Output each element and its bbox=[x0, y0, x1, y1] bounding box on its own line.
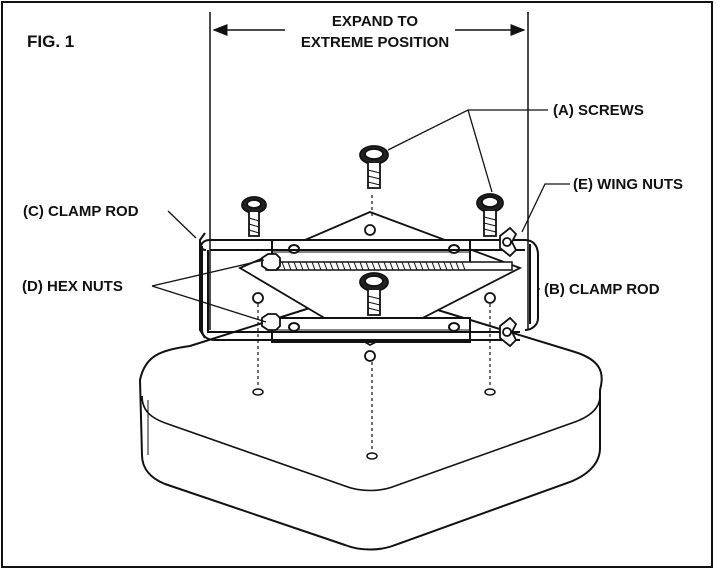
callout-clamp-rod-c: (C) CLAMP ROD bbox=[23, 203, 139, 220]
callout-clamp-rod-b: (B) CLAMP ROD bbox=[544, 281, 660, 298]
callout-wing-nuts: (E) WING NUTS bbox=[573, 176, 683, 193]
base-holes bbox=[252, 388, 496, 460]
callout-hex-nuts: (D) HEX NUTS bbox=[22, 278, 123, 295]
base-tray bbox=[138, 294, 603, 551]
wing-nuts bbox=[499, 226, 518, 348]
leader-hex-nuts-1 bbox=[151, 259, 265, 287]
clamp-bars bbox=[271, 239, 471, 343]
expand-label-line2: EXTREME POSITION bbox=[300, 34, 450, 51]
callout-screws: (A) SCREWS bbox=[553, 102, 644, 119]
screw-left bbox=[241, 196, 267, 237]
leader-hex-nuts-2 bbox=[151, 285, 267, 323]
leader-wing-nuts bbox=[521, 183, 570, 233]
screw-center-mid bbox=[359, 272, 389, 316]
screw-center-top bbox=[359, 145, 389, 189]
screws bbox=[241, 145, 504, 316]
leader-lines bbox=[151, 109, 570, 323]
expand-dimension bbox=[209, 12, 529, 330]
clamp-rod-b bbox=[524, 239, 539, 331]
figure-title: FIG. 1 bbox=[27, 32, 75, 51]
leader-screws-1 bbox=[387, 109, 548, 151]
hex-nuts bbox=[261, 253, 281, 331]
leader-clamp-rod-c bbox=[167, 210, 197, 239]
threaded-rod bbox=[265, 261, 513, 271]
screw-right bbox=[476, 193, 504, 237]
leader-screws-2 bbox=[467, 109, 493, 193]
hole-guides bbox=[257, 195, 491, 452]
clamp-rod-c bbox=[199, 232, 525, 341]
expand-label-line1: EXPAND TO bbox=[331, 13, 419, 30]
